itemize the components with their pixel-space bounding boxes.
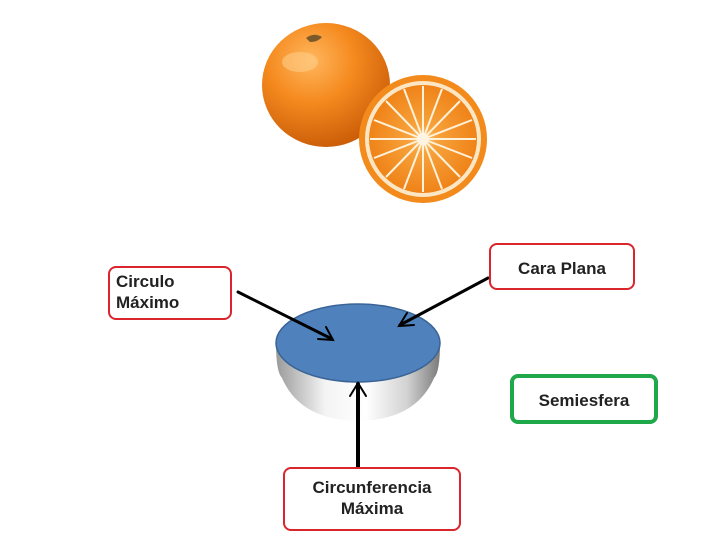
label-semiesfera: Semiesfera xyxy=(510,374,658,424)
arrowhead-icon xyxy=(397,312,415,328)
label-circulo-line-2: Máximo xyxy=(116,293,180,312)
label-cara-plana-text: Cara Plana xyxy=(518,259,606,278)
half-orange-image xyxy=(359,75,487,203)
whole-orange-image xyxy=(262,23,390,147)
label-circunferencia-line-1: Circunferencia xyxy=(312,478,432,497)
label-circulo-line-1: Circulo xyxy=(116,272,175,291)
arrowhead-icon xyxy=(317,326,335,342)
label-circunferencia-line-2: Máxima xyxy=(340,499,404,518)
label-cara-plana: Cara Plana xyxy=(489,243,635,290)
label-circunferencia-maxima: Circunferencia Máxima xyxy=(283,467,461,531)
arrow-circulo-maximo xyxy=(236,290,334,341)
orange-stem-icon xyxy=(306,34,322,42)
label-semiesfera-text: Semiesfera xyxy=(538,391,630,410)
hemisphere-shape xyxy=(275,303,441,421)
arrowhead-icon xyxy=(349,381,367,397)
label-circulo-maximo: Circulo Máximo xyxy=(108,266,232,320)
arrow-cara-plana xyxy=(398,276,490,327)
